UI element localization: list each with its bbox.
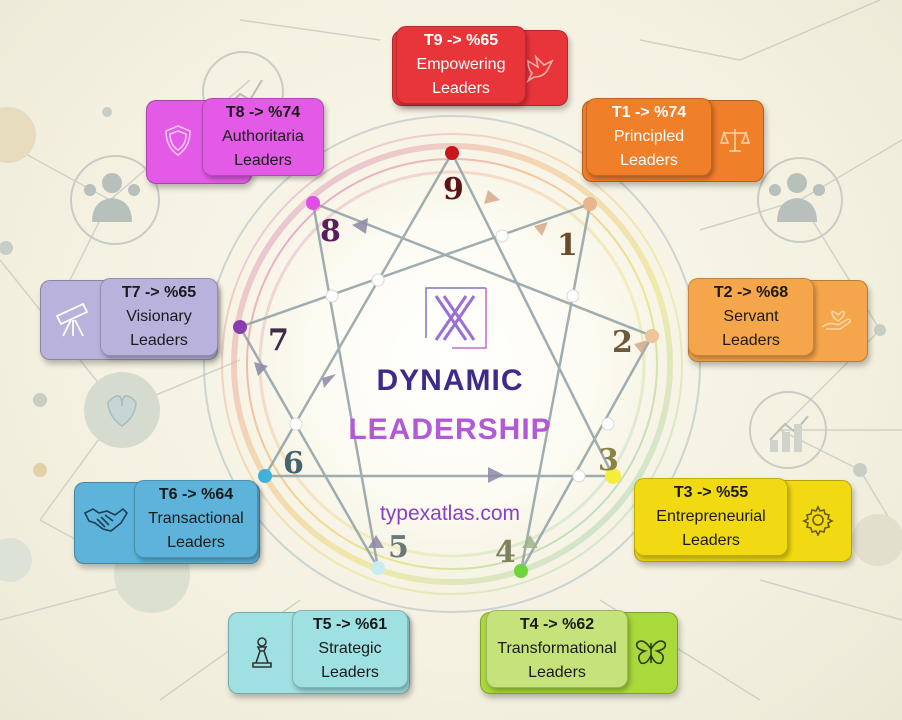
heart-hand-icon <box>816 298 860 338</box>
card-suffix: Leaders <box>167 534 225 551</box>
card-name: Transactional <box>148 510 244 527</box>
card-suffix: Leaders <box>682 532 740 549</box>
card-code: T9 -> %65 <box>423 32 499 49</box>
card-code: T4 -> %62 <box>519 616 595 633</box>
enneagram-number-7: 7 <box>268 323 289 358</box>
card-name: Principled <box>613 128 685 145</box>
card-front: T2 -> %68 Servant Leaders <box>688 278 814 356</box>
enneagram-number-2: 2 <box>612 325 633 360</box>
card-code: T7 -> %65 <box>121 284 197 301</box>
card-name: Empowering <box>416 56 506 73</box>
card-suffix: Leaders <box>432 80 490 97</box>
card-front: T6 -> %64 Transactional Leaders <box>134 480 258 558</box>
enneagram-number-6: 6 <box>283 446 304 481</box>
card-front: T5 -> %61 Strategic Leaders <box>292 610 408 688</box>
butterfly-icon <box>630 632 672 672</box>
enneagram-number-1: 1 <box>557 228 578 263</box>
card-code: T6 -> %64 <box>158 486 234 503</box>
card-front: T7 -> %65 Visionary Leaders <box>100 278 218 356</box>
gear-icon <box>796 500 840 540</box>
website-link[interactable]: typexatlas.com <box>379 502 521 525</box>
card-front: T9 -> %65 Empowering Leaders <box>396 26 526 104</box>
card-front: T3 -> %55 Entrepreneurial Leaders <box>634 478 788 556</box>
chess-pawn-icon <box>240 630 284 674</box>
card-code: T2 -> %68 <box>713 284 789 301</box>
card-suffix: Leaders <box>722 332 780 349</box>
card-name: Authoritaria <box>222 128 304 145</box>
logo-x-icon <box>425 287 487 349</box>
shield-icon <box>156 120 200 162</box>
title-leadership: LEADERSHIP <box>348 413 552 446</box>
enneagram-number-5: 5 <box>388 530 409 565</box>
enneagram-number-8: 8 <box>320 214 341 249</box>
card-code: T3 -> %55 <box>673 484 749 501</box>
card-name: Strategic <box>318 640 382 657</box>
enneagram-number-4: 4 <box>495 535 516 570</box>
card-suffix: Leaders <box>321 664 379 681</box>
card-code: T1 -> %74 <box>611 104 687 121</box>
card-suffix: Leaders <box>528 664 586 681</box>
card-name: Entrepreneurial <box>656 508 766 525</box>
card-front: T1 -> %74 Principled Leaders <box>586 98 712 176</box>
card-name: Visionary <box>126 308 192 325</box>
card-suffix: Leaders <box>620 152 678 169</box>
handshake-icon <box>78 500 134 540</box>
dove-icon <box>520 48 560 88</box>
card-name: Servant <box>723 308 779 325</box>
card-front: T4 -> %62 Transformational Leaders <box>486 610 628 688</box>
scales-icon <box>714 120 756 160</box>
card-front: T8 -> %74 Authoritaria Leaders <box>202 98 324 176</box>
card-name: Transformational <box>497 640 617 657</box>
enneagram-number-9: 9 <box>443 172 464 207</box>
telescope-icon <box>48 296 98 340</box>
card-suffix: Leaders <box>234 152 292 169</box>
card-code: T8 -> %74 <box>225 104 301 121</box>
enneagram-number-3: 3 <box>598 443 619 478</box>
card-suffix: Leaders <box>130 332 188 349</box>
title-dynamic: DYNAMIC <box>376 364 524 397</box>
card-code: T5 -> %61 <box>312 616 388 633</box>
